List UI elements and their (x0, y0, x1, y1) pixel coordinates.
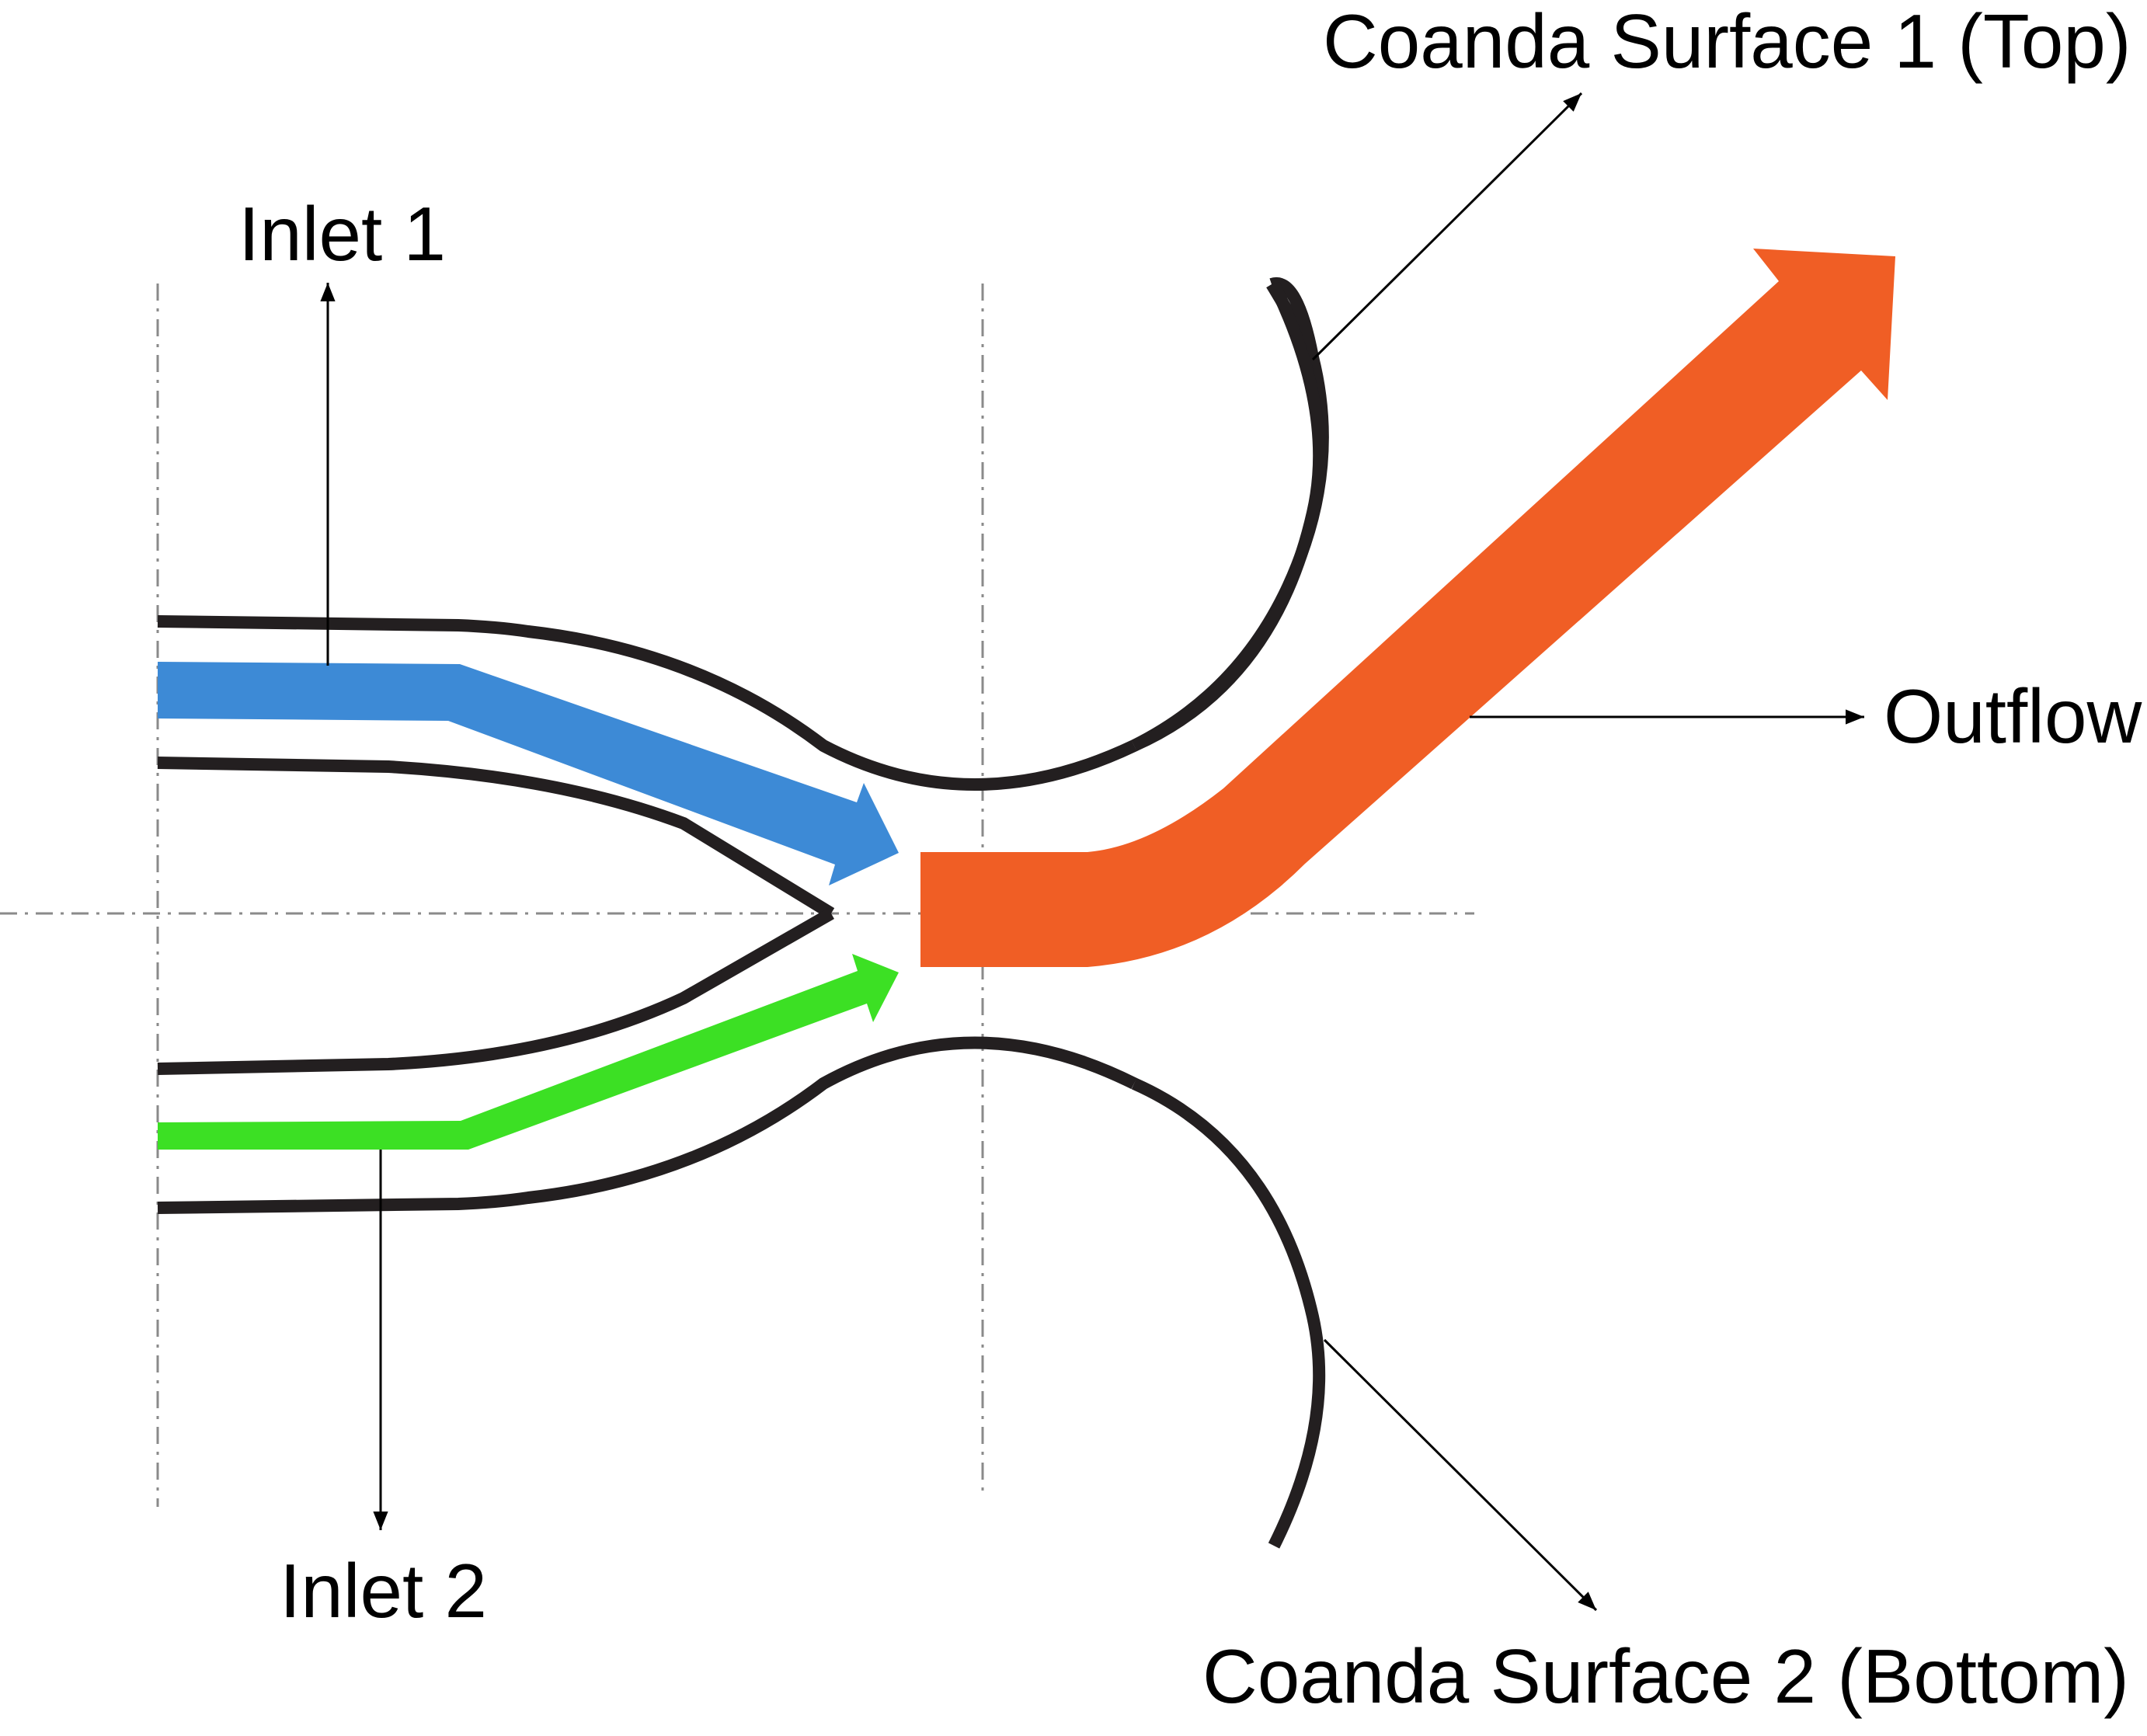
inlet2-inner-wall (157, 908, 834, 1075)
inlet2-flow-arrow (158, 954, 899, 1150)
inlet2-outer-wall (157, 1036, 1137, 1214)
inlet1-inner-wall (157, 757, 835, 919)
inlet1-flow-arrow (158, 662, 899, 885)
coanda-top-leader (1311, 92, 1583, 361)
coanda-surface-bottom-curve (1131, 1077, 1326, 1549)
coanda-surface-top-curve (1131, 281, 1326, 752)
inlet1-label: Inlet 1 (238, 191, 446, 277)
inlet1-outer-wall (157, 615, 1137, 791)
inlet2-label: Inlet 2 (280, 1548, 487, 1633)
coanda-bottom-leader (1323, 1338, 1598, 1612)
coanda-bottom-label: Coanda Surface 2 (Bottom) (1202, 1633, 2129, 1719)
outflow-label: Outflow (1884, 673, 2142, 759)
outflow-arrow (920, 249, 1895, 967)
coanda-top-label: Coanda Surface 1 (Top) (1323, 0, 2131, 84)
